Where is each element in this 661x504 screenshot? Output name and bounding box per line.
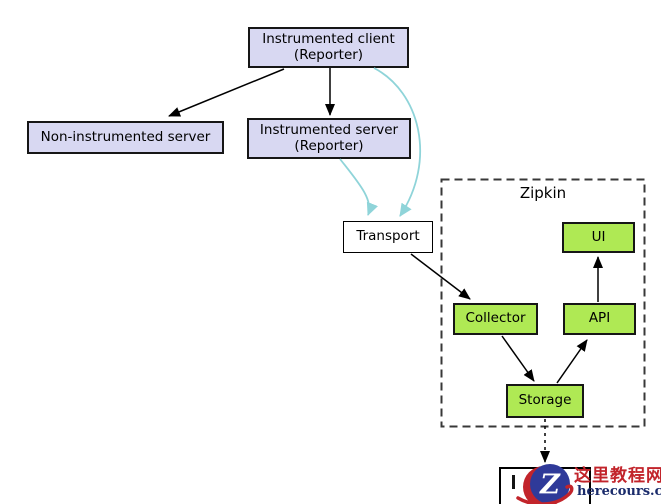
node-collector: Collector — [453, 303, 538, 335]
obscured-letter-fragment — [512, 475, 515, 489]
node-storage: Storage — [506, 384, 584, 418]
edge-server-to-transport — [339, 158, 379, 216]
logo-swirl-orbit — [516, 484, 574, 504]
watermark-site-name: 这里教程网 — [574, 466, 661, 486]
edge-collector-to-storage — [501, 335, 535, 382]
watermark-logo: Z — [516, 464, 574, 504]
logo-letter: Z — [539, 470, 561, 501]
logo-globe — [530, 464, 570, 504]
edge-transport-to-collector — [410, 253, 471, 300]
node-instrumented-client: Instrumented client (Reporter) — [248, 27, 409, 68]
watermark: Z 这里教程网 herecours.com — [498, 450, 661, 504]
edge-storage-to-api — [556, 339, 588, 384]
node-non-instrumented-server: Non-instrumented server — [27, 121, 224, 154]
node-transport: Transport — [343, 221, 433, 253]
edge-client-to-noninstrumented — [168, 68, 285, 117]
node-ui: UI — [562, 222, 635, 253]
node-api: API — [563, 303, 636, 335]
node-instrumented-server: Instrumented server (Reporter) — [247, 118, 411, 159]
watermark-site-url: herecours.com — [577, 484, 661, 499]
zipkin-container-label: Zipkin — [519, 184, 567, 202]
